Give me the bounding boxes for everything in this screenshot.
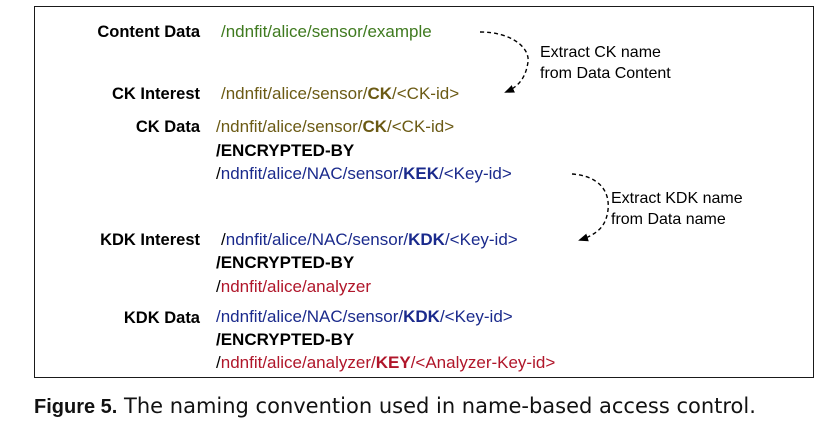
figure-caption-text: The naming convention used in name-based… (117, 394, 756, 418)
kdk-interest-analyzer-name: ndnfit/alice/analyzer (220, 277, 371, 296)
figure-number: Figure 5. (34, 396, 118, 418)
ck-interest-label: CK Interest (111, 85, 200, 103)
ck-data-prefix: /ndnfit/alice/sensor/ (216, 117, 363, 136)
kdk-data-key: KDK (403, 307, 440, 326)
kdk-interest-prefix: ndnfit/alice/NAC/sensor/ (225, 230, 409, 249)
kdk-interest-label: KDK Interest (100, 231, 200, 249)
ck-data-kek-key: KEK (403, 164, 440, 183)
content-data-label: Content Data (97, 23, 200, 41)
ck-interest-prefix: /ndnfit/alice/sensor/ (221, 84, 368, 103)
kdk-data-key-key: KEY (375, 353, 411, 372)
ck-data-kek-prefix: ndnfit/alice/NAC/sensor/ (220, 164, 404, 183)
ck-annotation-line1: Extract CK name (540, 44, 661, 61)
kdk-data-prefix: /ndnfit/alice/NAC/sensor/ (216, 307, 404, 326)
ck-data-name: /ndnfit/alice/sensor/CK/<CK-id> (216, 117, 454, 137)
ck-interest-name: /ndnfit/alice/sensor/CK/<CK-id> (221, 84, 459, 104)
figure-caption: Figure 5. The naming convention used in … (34, 394, 756, 419)
kdk-interest-slash: / (221, 230, 226, 249)
ck-data-encrypted-by: /ENCRYPTED-BY (216, 141, 355, 160)
kdk-data-name: /ndnfit/alice/NAC/sensor/KDK/<Key-id> (216, 307, 513, 327)
kdk-extract-arrow (571, 173, 609, 242)
ck-data-kek-suffix: /<Key-id> (439, 164, 512, 183)
ck-interest-key: CK (367, 84, 393, 103)
kdk-interest-name: /ndnfit/alice/NAC/sensor/KDK/<Key-id> (221, 230, 518, 250)
kdk-data-key-slash: / (216, 353, 221, 372)
kdk-interest-analyzer-slash: / (216, 277, 221, 296)
kdk-data-key-suffix: /<Analyzer-Key-id> (410, 353, 556, 372)
kdk-data-suffix: /<Key-id> (439, 307, 513, 326)
kdk-interest-analyzer: /ndnfit/alice/analyzer (216, 277, 371, 297)
diagram-frame (34, 6, 814, 378)
ck-data-kek-slash: / (216, 164, 221, 183)
kdk-data-key-prefix: ndnfit/alice/analyzer/ (220, 353, 376, 372)
kdk-annotation-line2: from Data name (611, 211, 726, 228)
ck-annotation-line2: from Data Content (540, 65, 671, 82)
ck-extract-arrow (479, 31, 529, 93)
kdk-annotation-line1: Extract KDK name (611, 190, 743, 207)
ck-data-label: CK Data (135, 118, 200, 136)
kdk-data-label: KDK Data (123, 309, 200, 327)
ck-data-suffix: /<CK-id> (387, 117, 455, 136)
kdk-data-key-name: /ndnfit/alice/analyzer/KEY/<Analyzer-Key… (216, 353, 555, 373)
kdk-interest-encrypted-by: /ENCRYPTED-BY (216, 253, 355, 272)
ck-interest-suffix: /<CK-id> (392, 84, 460, 103)
kdk-data-encrypted-by: /ENCRYPTED-BY (216, 330, 355, 349)
ck-data-key: CK (362, 117, 388, 136)
kdk-interest-suffix: /<Key-id> (444, 230, 518, 249)
content-data-name: /ndnfit/alice/sensor/example (221, 22, 432, 41)
ck-data-kek-name: /ndnfit/alice/NAC/sensor/KEK/<Key-id> (216, 164, 512, 184)
kdk-interest-key: KDK (408, 230, 445, 249)
